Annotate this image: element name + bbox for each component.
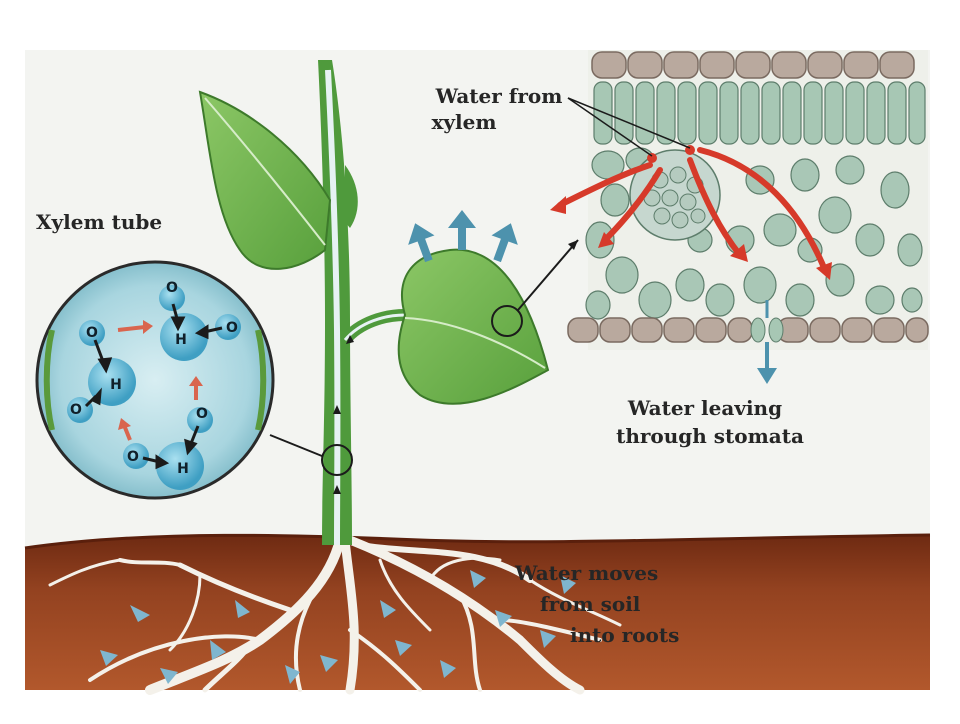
upper-leaf-vein: [204, 97, 326, 246]
xylem-pointer-1: [567, 97, 653, 157]
palisade-layer: [593, 81, 926, 145]
xylem-tube-bubble: [35, 260, 275, 500]
molecule-3-oxygen-left: O: [127, 449, 139, 465]
evaporation-arrows: [408, 210, 518, 263]
small-leaf: [345, 165, 358, 228]
leaf-cross-section: [550, 50, 929, 384]
molecule-2-oxygen-bottom: O: [70, 402, 82, 418]
molecule-3-hydrogen: H: [177, 461, 189, 477]
label-water-leaving-line2: through stomata: [616, 424, 804, 448]
xylem-pointer-2: [567, 97, 691, 149]
label-water-moves-line2: from soil: [540, 592, 641, 616]
roots: [48, 535, 622, 695]
atom-labels: H O O H O O H O O: [70, 280, 238, 477]
petiole-xylem: [343, 313, 406, 341]
guard-cell-right: [768, 317, 784, 343]
upper-epidermis: [591, 51, 915, 79]
leaf-magnify-circle: [491, 305, 523, 337]
upper-leaf: [198, 90, 332, 270]
soil-water-arrows: [100, 570, 576, 684]
lower-epidermis: [567, 317, 929, 343]
xylem-wall-left: [43, 329, 55, 431]
molecule-2-oxygen-top: O: [86, 325, 98, 341]
stem-pointer-line: [269, 434, 323, 457]
stoma-exit-arrowhead: [757, 368, 777, 384]
soil-surface: [24, 533, 931, 550]
molecule-3-oxygen-top: O: [196, 406, 208, 422]
xylem-wall-right: [255, 329, 267, 431]
water-molecule-1: [159, 285, 241, 361]
label-water-leaving-line1: Water leaving: [627, 396, 783, 420]
label-water-moves-line3: into roots: [570, 623, 680, 647]
leaf-pointer-arrowhead: [568, 240, 578, 250]
molecule-1-hydrogen: H: [175, 332, 187, 348]
water-molecule-3: [123, 407, 213, 490]
leaf-water-path-arrows: [557, 147, 828, 273]
label-xylem-tube: Xylem tube: [36, 210, 163, 234]
right-leaf-vein: [404, 317, 546, 369]
spongy-layer: [585, 147, 923, 320]
water-molecules: [67, 285, 241, 490]
stem-flow-arrows: [333, 335, 354, 494]
guard-cell-left: [750, 317, 766, 343]
molecule-2-hydrogen: H: [110, 377, 122, 393]
molecule-1-oxygen-top: O: [166, 280, 178, 296]
xylem-dot-1: [647, 153, 657, 163]
label-water-moves-line1: Water moves: [515, 561, 659, 585]
leaf-water-arrowheads: [550, 196, 832, 280]
molecule-1-oxygen-right: O: [226, 320, 238, 336]
stem-magnify-circle: [321, 444, 353, 476]
label-water-from-xylem-line2: xylem: [431, 110, 497, 134]
leaf-pointer-line: [517, 239, 579, 311]
label-water-from-xylem-line1: Water from: [435, 84, 563, 108]
